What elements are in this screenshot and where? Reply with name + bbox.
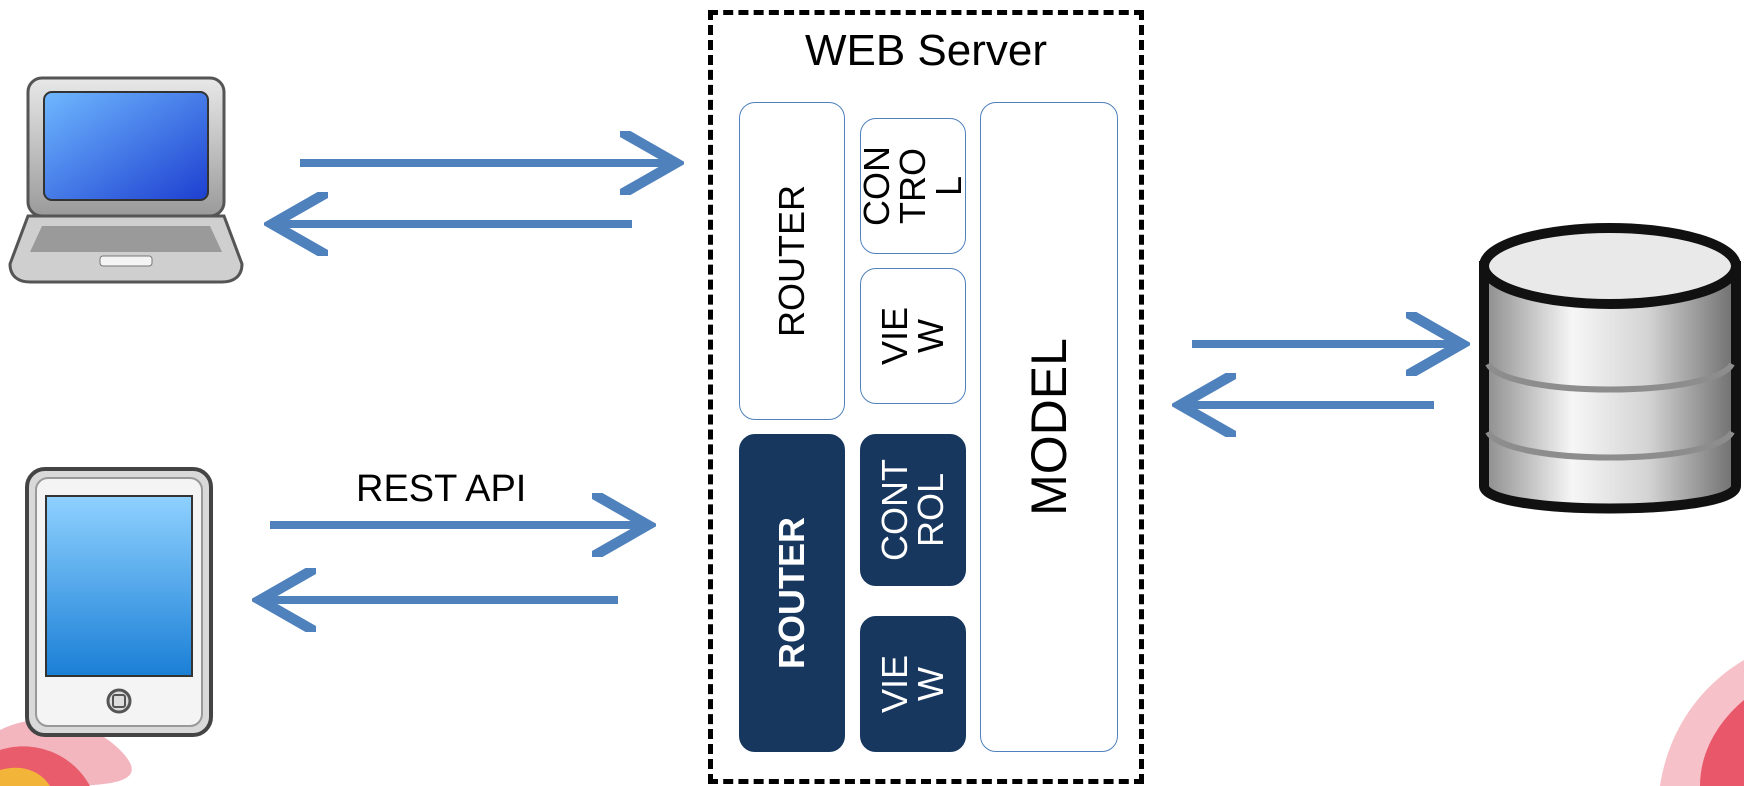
web-server-frame xyxy=(708,10,1144,784)
web-router-box: ROUTER xyxy=(739,102,845,420)
web-controller-box: CON TRO L xyxy=(856,118,969,254)
model-label: MODEL xyxy=(1021,338,1077,516)
api-view-label: VIE W xyxy=(874,654,951,714)
tablet-icon xyxy=(25,467,213,737)
api-router-box: ROUTER xyxy=(739,434,845,752)
rest-api-label: REST API xyxy=(356,468,527,510)
api-controller-box: CONT ROL xyxy=(860,434,966,586)
api-router-label: ROUTER xyxy=(771,517,812,669)
api-controller-label: CONT ROL xyxy=(874,459,951,561)
laptop-icon xyxy=(8,76,244,284)
flower-decoration-right xyxy=(1660,660,1744,786)
model-box: MODEL xyxy=(980,102,1118,752)
web-view-box: VIE W xyxy=(860,268,966,404)
database-icon xyxy=(1479,223,1741,514)
api-view-box: VIE W xyxy=(860,616,966,752)
web-controller-label: CON TRO L xyxy=(856,146,969,226)
web-router-label: ROUTER xyxy=(771,185,812,337)
web-view-label: VIE W xyxy=(874,306,951,366)
web-server-title: WEB Server xyxy=(804,26,1048,75)
